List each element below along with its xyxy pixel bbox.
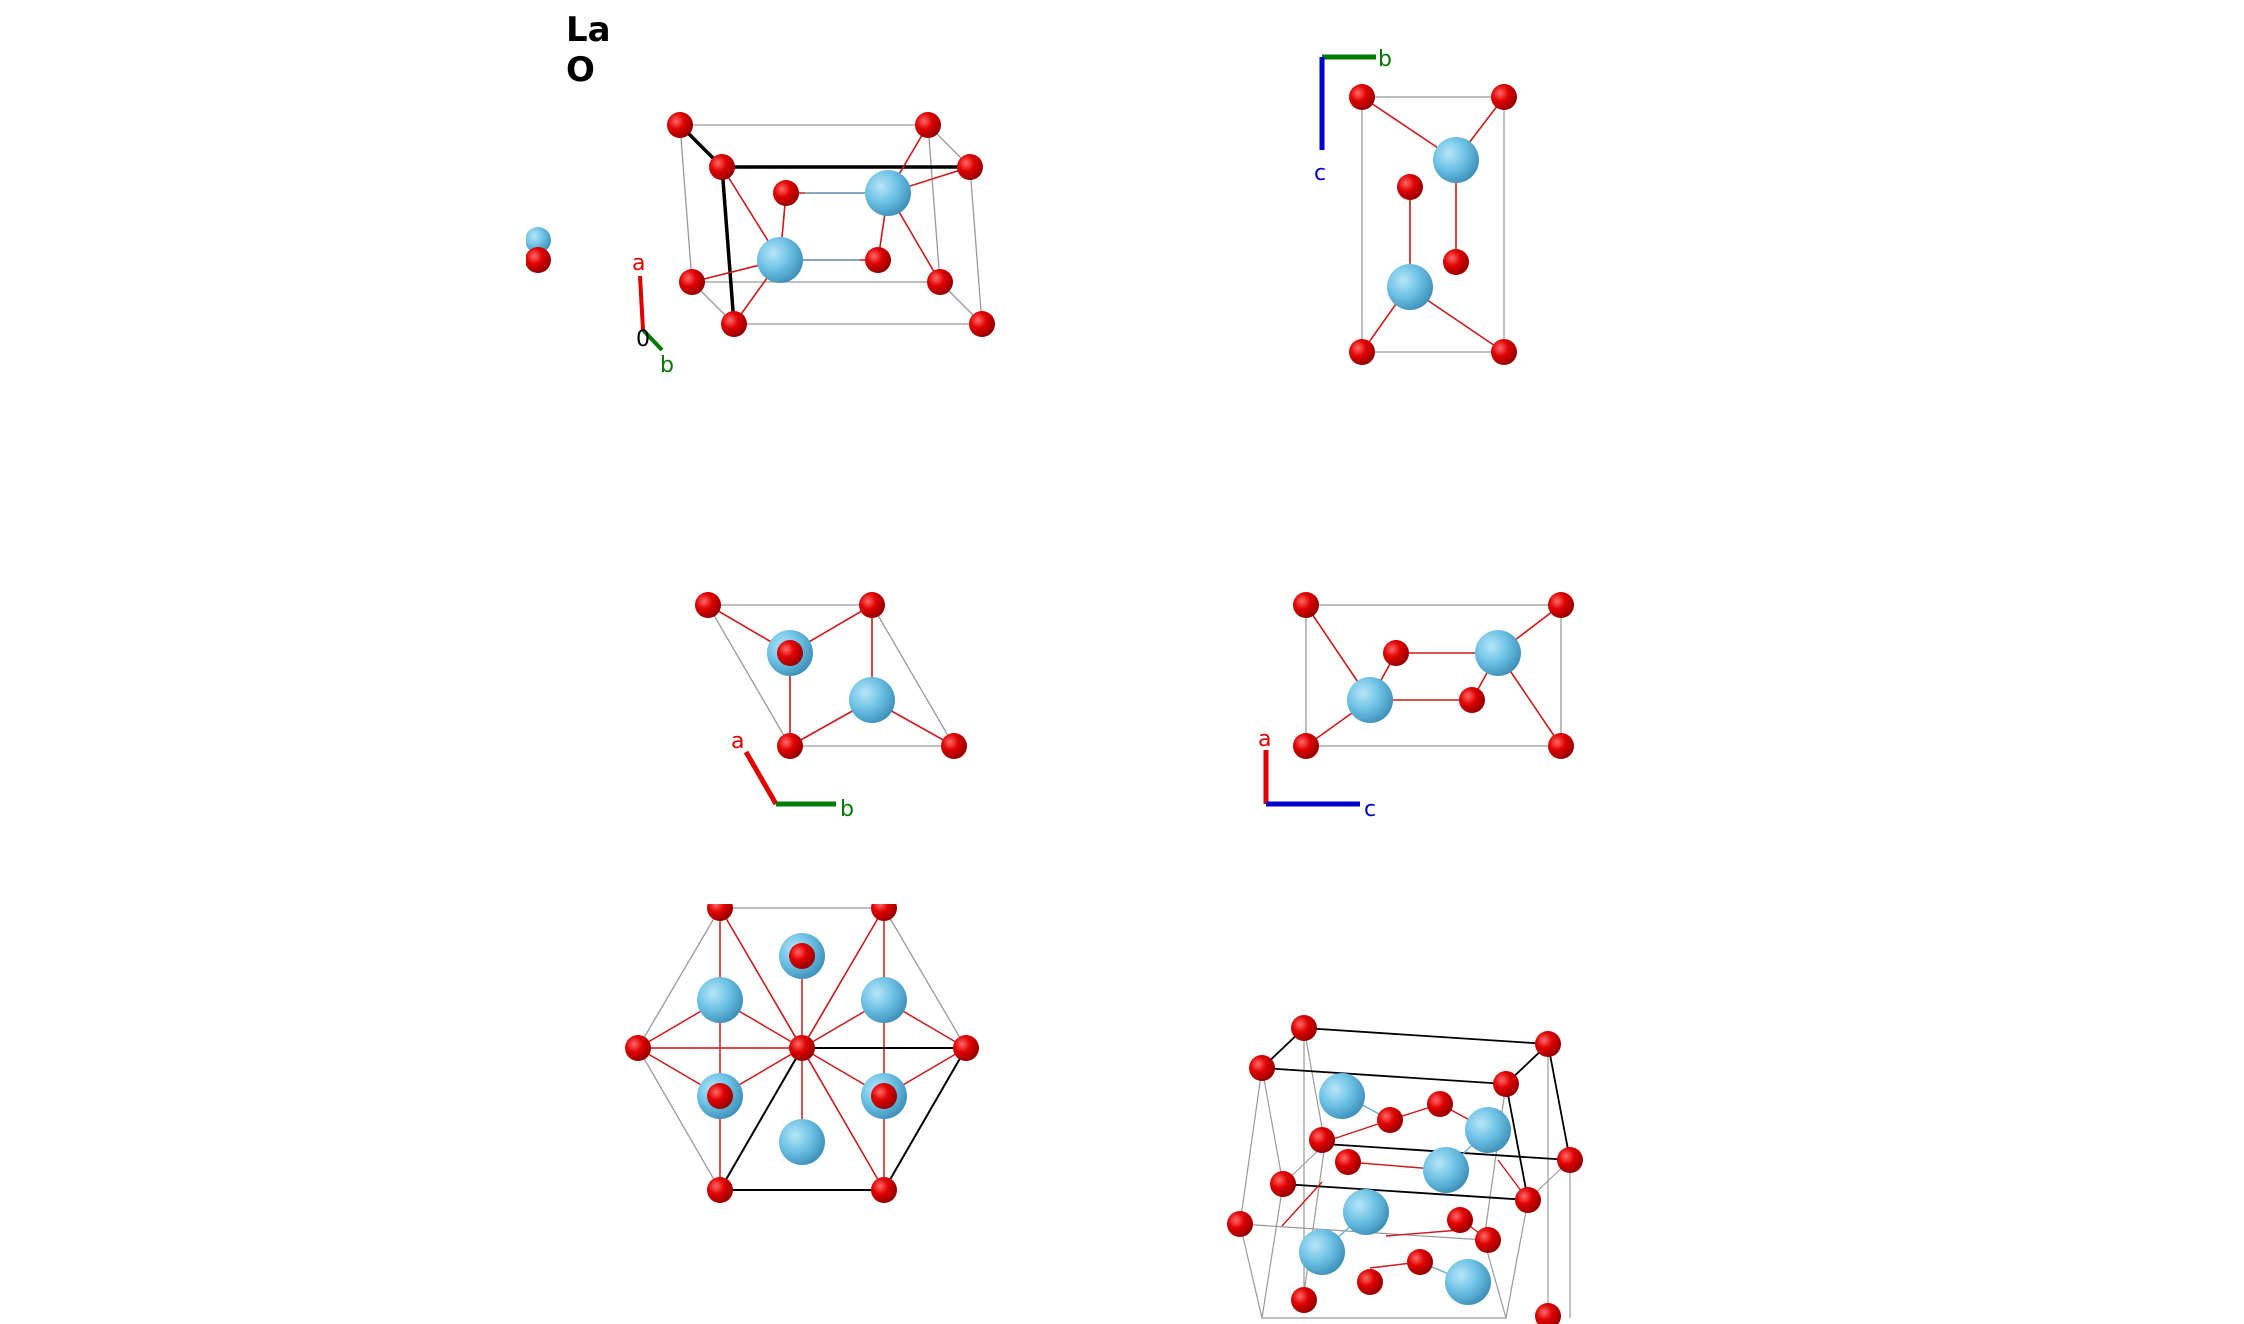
o-atom	[709, 154, 735, 180]
axis-b-label: b	[840, 797, 854, 822]
o-atom	[667, 112, 693, 138]
o-atom	[1535, 1303, 1561, 1324]
o-atom	[777, 733, 803, 759]
la-atom	[697, 977, 743, 1023]
o-atom	[1291, 1287, 1317, 1313]
o-atom	[859, 592, 885, 618]
o-atom	[1535, 1031, 1561, 1057]
o-atom	[789, 1035, 815, 1061]
axis-triad-view-c: a b	[731, 729, 854, 822]
panel-supercell-persp	[1227, 1015, 1583, 1324]
legend-la-label: La	[566, 10, 611, 50]
o-atom	[865, 247, 891, 273]
o-atom	[625, 1035, 651, 1061]
axis-a-label: a	[1258, 727, 1271, 752]
o-atom	[915, 112, 941, 138]
panel-view-along-a: b c	[1314, 47, 1517, 365]
o-atom	[1357, 1269, 1383, 1295]
panel-supercell-top	[600, 880, 1000, 1203]
o-atom	[1459, 687, 1485, 713]
la-atom	[1343, 1189, 1389, 1235]
o-atom	[1548, 733, 1574, 759]
axis-b-label: b	[660, 353, 674, 378]
o-atom	[1293, 733, 1319, 759]
la-atom	[1387, 264, 1433, 310]
o-atom	[1491, 339, 1517, 365]
axis-b-label: b	[1378, 47, 1392, 72]
la-atom	[861, 977, 907, 1023]
la-atom	[1433, 137, 1479, 183]
o-atom	[707, 1177, 733, 1203]
o-atom	[1397, 174, 1423, 200]
axis-triad-perspective: a 0 b	[632, 251, 674, 378]
axis-c-label: c	[1314, 161, 1326, 186]
o-atom	[969, 311, 995, 337]
axis-triad-view-a: b c	[1314, 47, 1392, 186]
o-atom	[1270, 1171, 1296, 1197]
o-atom	[1293, 592, 1319, 618]
panel-view-along-b: a c	[1258, 592, 1574, 822]
o-atom	[1291, 1015, 1317, 1041]
o-atom	[789, 943, 815, 969]
o-atom	[1491, 84, 1517, 110]
axis-a-label: a	[632, 251, 645, 276]
o-atom	[1557, 1147, 1583, 1173]
o-atom	[1515, 1187, 1541, 1213]
axis-origin-label: 0	[636, 327, 650, 352]
la-atom	[849, 677, 895, 723]
legend-o-atom	[525, 247, 551, 273]
la-atom	[757, 237, 803, 283]
axis-c-label: c	[1364, 797, 1376, 822]
la-atom	[1475, 630, 1521, 676]
la-atom	[1319, 1073, 1365, 1119]
o-atom	[721, 311, 747, 337]
o-atom	[1383, 640, 1409, 666]
la-atom	[779, 1119, 825, 1165]
la-atom	[1445, 1259, 1491, 1305]
o-atom	[1407, 1249, 1433, 1275]
o-atom	[941, 733, 967, 759]
panel-view-along-c: a b	[695, 592, 967, 822]
o-atom	[1377, 1107, 1403, 1133]
o-atom	[1227, 1211, 1253, 1237]
axis-triad-view-b: a c	[1258, 727, 1376, 822]
o-atom	[707, 1083, 733, 1109]
o-atom	[695, 592, 721, 618]
la-atom	[1465, 1107, 1511, 1153]
la-atom	[1423, 1147, 1469, 1193]
o-atom	[927, 269, 953, 295]
o-atom	[1349, 339, 1375, 365]
o-atom	[871, 1083, 897, 1109]
o-atom	[1548, 592, 1574, 618]
legend-o-label: O	[566, 50, 595, 90]
axis-a-label: a	[731, 729, 744, 754]
o-atom	[777, 640, 803, 666]
o-atom	[1475, 1227, 1501, 1253]
o-atom	[1447, 1207, 1473, 1233]
o-atom	[679, 269, 705, 295]
o-atom	[1443, 249, 1469, 275]
o-atom	[1309, 1127, 1335, 1153]
la-atom	[1299, 1229, 1345, 1275]
o-atom	[1335, 1149, 1361, 1175]
o-atom	[1249, 1055, 1275, 1081]
o-atom	[1427, 1091, 1453, 1117]
la-atom	[1347, 677, 1393, 723]
panel-perspective: a 0 b	[632, 112, 995, 378]
o-atom	[773, 180, 799, 206]
legend-la-atom	[525, 227, 551, 253]
o-atom	[1349, 84, 1375, 110]
la-atom	[865, 170, 911, 216]
o-atom	[957, 154, 983, 180]
legend-atoms	[510, 220, 551, 280]
o-atom	[953, 1035, 979, 1061]
o-atom	[1493, 1071, 1519, 1097]
o-atom	[871, 1177, 897, 1203]
